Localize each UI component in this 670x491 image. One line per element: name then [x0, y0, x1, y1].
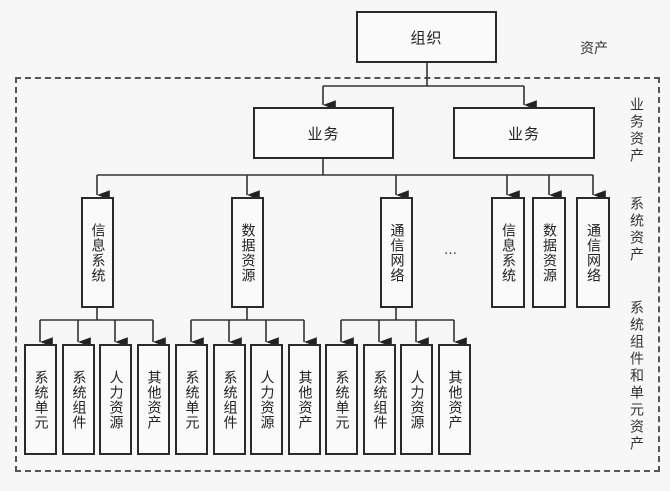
root-node-label: 组织: [410, 28, 443, 47]
business-node: 业务: [453, 107, 595, 159]
root-node: 组织: [356, 11, 497, 63]
system-node: 信息系统: [81, 197, 114, 308]
business-node: 业务: [253, 107, 394, 159]
ellipsis: …: [444, 243, 457, 258]
system-node-label: 数据资源: [541, 222, 557, 283]
component-node: 系统单元: [24, 344, 57, 455]
component-node: 其他资产: [288, 344, 321, 455]
component-node: 系统单元: [175, 344, 208, 455]
system-node: 数据资源: [532, 197, 566, 308]
component-node: 人力资源: [250, 344, 283, 455]
system-node-label: 信息系统: [500, 222, 516, 283]
component-node-label: 系统组件: [70, 369, 87, 430]
component-node: 系统组件: [363, 344, 396, 455]
business-node-label: 业务: [507, 124, 540, 143]
component-node-label: 系统单元: [333, 369, 350, 430]
component-node: 系统组件: [213, 344, 246, 455]
component-node: 系统组件: [62, 344, 95, 455]
component-node: 其他资产: [438, 344, 471, 455]
component-node: 系统单元: [325, 344, 358, 455]
component-node-label: 其他资产: [145, 369, 162, 430]
business-node-label: 业务: [307, 124, 340, 143]
component-node: 人力资源: [400, 344, 433, 455]
component-node-label: 其他资产: [446, 369, 463, 430]
system-node-label: 信息系统: [89, 222, 106, 283]
component-node-label: 系统单元: [183, 369, 200, 430]
component-node-label: 人力资源: [408, 369, 425, 430]
system-node: 通信网络: [380, 197, 413, 308]
system-node: 通信网络: [576, 197, 610, 308]
system-node: 信息系统: [491, 197, 525, 308]
layer-label-component: 系统组件和单元资产: [628, 300, 644, 453]
asset-boundary: [15, 77, 660, 472]
component-node-label: 系统单元: [32, 369, 49, 430]
system-node-label: 通信网络: [388, 222, 405, 283]
component-node: 其他资产: [137, 344, 170, 455]
system-node-label: 通信网络: [585, 222, 601, 283]
component-node-label: 人力资源: [107, 369, 124, 430]
layer-label-business: 业务资产: [628, 97, 644, 165]
component-node-label: 系统组件: [221, 369, 238, 430]
system-node-label: 数据资源: [239, 222, 256, 283]
system-node: 数据资源: [231, 197, 264, 308]
component-node-label: 其他资产: [296, 369, 313, 430]
component-node: 人力资源: [99, 344, 132, 455]
outer-asset-label: 资产: [580, 41, 608, 57]
layer-label-system: 系统资产: [628, 196, 644, 264]
component-node-label: 人力资源: [258, 369, 275, 430]
component-node-label: 系统组件: [371, 369, 388, 430]
